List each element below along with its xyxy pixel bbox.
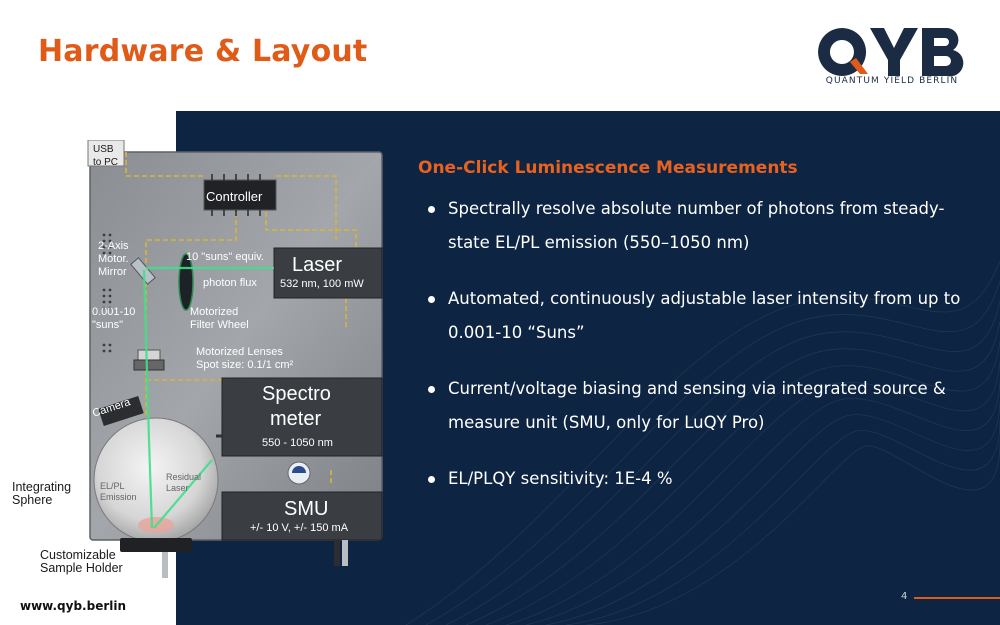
elpl-label: EL/PL Emission <box>100 481 137 502</box>
spectro-title-2: meter <box>270 408 322 430</box>
feature-item: Current/voltage biasing and sensing via … <box>426 372 986 440</box>
qyb-logo <box>818 28 964 77</box>
page-title: Hardware & Layout <box>38 34 368 69</box>
controller-label: Controller <box>206 189 263 204</box>
spectro-title-1: Spectro <box>262 383 331 405</box>
logo-tagline: QUANTUM YIELD BERLIN <box>825 76 959 86</box>
smu-spec: +/- 10 V, +/- 150 mA <box>250 522 349 534</box>
feature-item: Spectrally resolve absolute number of ph… <box>426 192 986 260</box>
smu-title: SMU <box>284 498 329 520</box>
panel-heading: One-Click Luminescence Measurements <box>418 158 798 178</box>
usb-label: USB to PC <box>93 144 119 168</box>
feature-item: EL/PLQY sensitivity: 1E-4 % <box>426 462 986 496</box>
suns-equiv-label: 10 "suns" equiv. <box>186 251 264 263</box>
residual-label: Residual Laser <box>166 472 202 493</box>
mirror-label: 2-Axis Motor. Mirror <box>98 240 129 278</box>
feature-list: Spectrally resolve absolute number of ph… <box>426 192 986 518</box>
laser-title: Laser <box>292 254 343 276</box>
feature-item: Automated, continuously adjustable laser… <box>426 282 986 350</box>
photon-flux-label: photon flux <box>203 277 257 289</box>
integrating-sphere-label: Integrating Sphere <box>12 480 72 507</box>
page-number: 4 <box>901 591 908 602</box>
suns-range-label: 0.001-10 "suns" <box>92 306 136 331</box>
page-number-line <box>914 597 1000 599</box>
laser-spec: 532 nm, 100 mW <box>280 278 364 290</box>
website-link[interactable]: www.qyb.berlin <box>20 599 127 613</box>
spectro-range: 550 - 1050 nm <box>262 437 333 449</box>
lenses-label: Motorized Lenses Spot size: 0.1/1 cm² <box>196 346 294 371</box>
hardware-diagram <box>87 140 383 578</box>
wave-background <box>405 260 1000 625</box>
filter-wheel-label: Motorized Filter Wheel <box>190 306 249 331</box>
sample-holder-label: Customizable Sample Holder <box>40 548 123 575</box>
